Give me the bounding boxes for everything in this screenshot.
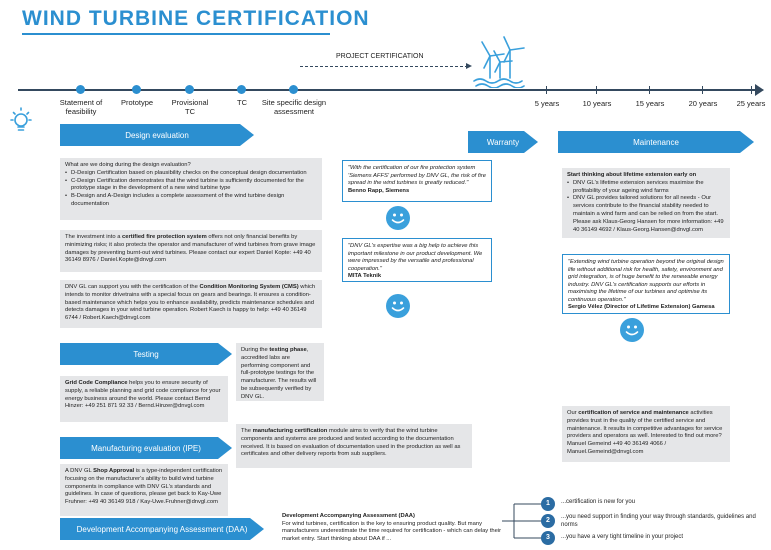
service-highlight: certification of service and maintenance <box>578 410 689 416</box>
quote-text: "Extending wind turbine operation beyond… <box>568 259 724 303</box>
year-tick <box>546 86 547 94</box>
shop-highlight: Shop Approval <box>93 468 135 474</box>
milestone-label: Site specific design assessment <box>261 98 327 116</box>
wind-turbines-icon <box>473 36 525 88</box>
testing-text: , accredited labs are performing compone… <box>241 347 317 400</box>
year-label: 5 years <box>534 99 560 108</box>
numbered-item: ...you have a very tight timeline in you… <box>561 534 684 540</box>
quote-siemens: "With the certification of our fire prot… <box>342 160 492 202</box>
cms-highlight: Condition Monitoring System (CMS) <box>199 284 299 290</box>
numbered-item: ...certification is new for you <box>561 499 636 505</box>
year-tick <box>702 86 703 94</box>
project-certification-label: PROJECT CERTIFICATION <box>336 53 424 60</box>
lifetime-contact: Please ask Klaus-Georg Hansen for more i… <box>573 218 724 233</box>
cms-text: which intends to monitor drivetrains wit… <box>65 284 316 322</box>
service-text: activities provides trust in the quality… <box>567 410 723 456</box>
daa-description: Development Accompanying Assessment (DAA… <box>282 513 504 543</box>
milestone-dot <box>76 85 85 94</box>
quote-gamesa: "Extending wind turbine operation beyond… <box>562 254 730 314</box>
banner-design-evaluation: Design evaluation <box>60 124 254 146</box>
daa-text: For wind turbines, certification is the … <box>282 520 502 542</box>
milestone-dot <box>289 85 298 94</box>
banner-warranty: Warranty <box>468 131 538 153</box>
number-badge: 2 <box>541 514 555 528</box>
manu-highlight: manufacturing certification <box>252 428 328 434</box>
smiley-icon <box>386 206 410 230</box>
shop-text: A DNV GL <box>65 468 94 474</box>
year-label: 15 years <box>635 99 665 108</box>
lifetime-bullet: DNV GL's lifetime extension services max… <box>567 180 725 196</box>
design-intro: What are we doing during the design eval… <box>65 162 191 168</box>
year-tick <box>596 86 597 94</box>
timeline-line <box>18 89 760 91</box>
grid-code-box: Grid Code Compliance helps you to ensure… <box>60 376 228 422</box>
milestone-dot <box>237 85 246 94</box>
project-certification-line <box>300 66 468 67</box>
milestone-label: TC <box>237 98 247 107</box>
numbered-item: ...you need support in finding your way … <box>561 514 756 528</box>
page-title: WIND TURBINE CERTIFICATION <box>22 7 370 30</box>
design-bullet: C-Design Certification demonstrates that… <box>65 178 317 194</box>
service-maintenance-box: Our certification of service and mainten… <box>562 406 730 462</box>
daa-bracket <box>502 503 542 539</box>
quote-author: Sergio Vélez (Director of Lifetime Exten… <box>568 304 715 311</box>
lifetime-title: Start thinking about lifetime extension … <box>567 172 697 178</box>
milestone-label: Provisional TC <box>171 98 209 116</box>
year-label: 20 years <box>688 99 718 108</box>
manu-text: module aims to verify that the wind turb… <box>241 428 461 458</box>
quote-text: "With the certification of our fire prot… <box>348 165 486 187</box>
testing-box: During the testing phase, accredited lab… <box>236 343 324 401</box>
fire-protection-box: The investment into a certified fire pro… <box>60 230 322 272</box>
quote-author: MITA Teknik <box>348 273 382 280</box>
testing-text: During the <box>241 347 270 353</box>
banner-daa: Development Accompanying Assessment (DAA… <box>60 518 264 540</box>
timeline-arrow <box>755 84 764 96</box>
design-bullet: B-Design and A-Design includes a complet… <box>65 193 317 209</box>
testing-highlight: testing phase <box>269 347 307 353</box>
year-label: 10 years <box>582 99 612 108</box>
fire-highlight: certified fire protection system <box>122 234 207 240</box>
title-underline <box>22 33 330 35</box>
number-badge: 3 <box>541 531 555 545</box>
smiley-icon <box>386 294 410 318</box>
year-label: 25 years <box>736 99 766 108</box>
shop-approval-box: A DNV GL Shop Approval is a type-indepen… <box>60 464 228 516</box>
cms-text: DNV GL can support you with the certific… <box>65 284 200 290</box>
milestone-label: Statement of feasibility <box>59 98 103 116</box>
smiley-icon <box>620 318 644 342</box>
milestone-label: Prototype <box>120 98 154 107</box>
banner-testing: Testing <box>60 343 232 365</box>
milestone-dot <box>132 85 141 94</box>
project-certification-arrow <box>466 63 472 69</box>
grid-text: helps you to ensure security of supply, … <box>65 380 221 410</box>
shop-text: is a type-independent certification focu… <box>65 468 223 506</box>
design-evaluation-box: What are we doing during the design eval… <box>60 158 322 220</box>
cms-box: DNV GL can support you with the certific… <box>60 280 322 328</box>
number-badge: 1 <box>541 497 555 511</box>
fire-text: offers not only financial benefits by mi… <box>65 234 316 264</box>
manu-text: The <box>241 428 253 434</box>
grid-highlight: Grid Code Compliance <box>65 380 128 386</box>
lightbulb-icon <box>10 107 32 131</box>
milestone-dot <box>185 85 194 94</box>
lifetime-extension-box: Start thinking about lifetime extension … <box>562 168 730 238</box>
manufacturing-box: The manufacturing certification module a… <box>236 424 472 468</box>
year-tick <box>751 86 752 94</box>
quote-author: Benno Rapp, Siemens <box>348 187 410 194</box>
banner-maintenance: Maintenance <box>558 131 754 153</box>
year-tick <box>649 86 650 94</box>
design-bullet: D-Design Certification based on plausibi… <box>65 170 317 178</box>
banner-manufacturing: Manufacturing evaluation (IPE) <box>60 437 232 459</box>
lifetime-bullet: DNV GL provides tailored solutions for a… <box>567 195 725 218</box>
quote-mita: "DNV GL's expertise was a big help to ac… <box>342 238 492 282</box>
timeline-future-dashed <box>528 89 760 91</box>
fire-text: The investment into a <box>65 234 123 240</box>
quote-text: "DNV GL's expertise was a big help to ac… <box>348 243 483 272</box>
service-text: Our <box>567 410 579 416</box>
daa-title: Development Accompanying Assessment (DAA… <box>282 513 415 519</box>
